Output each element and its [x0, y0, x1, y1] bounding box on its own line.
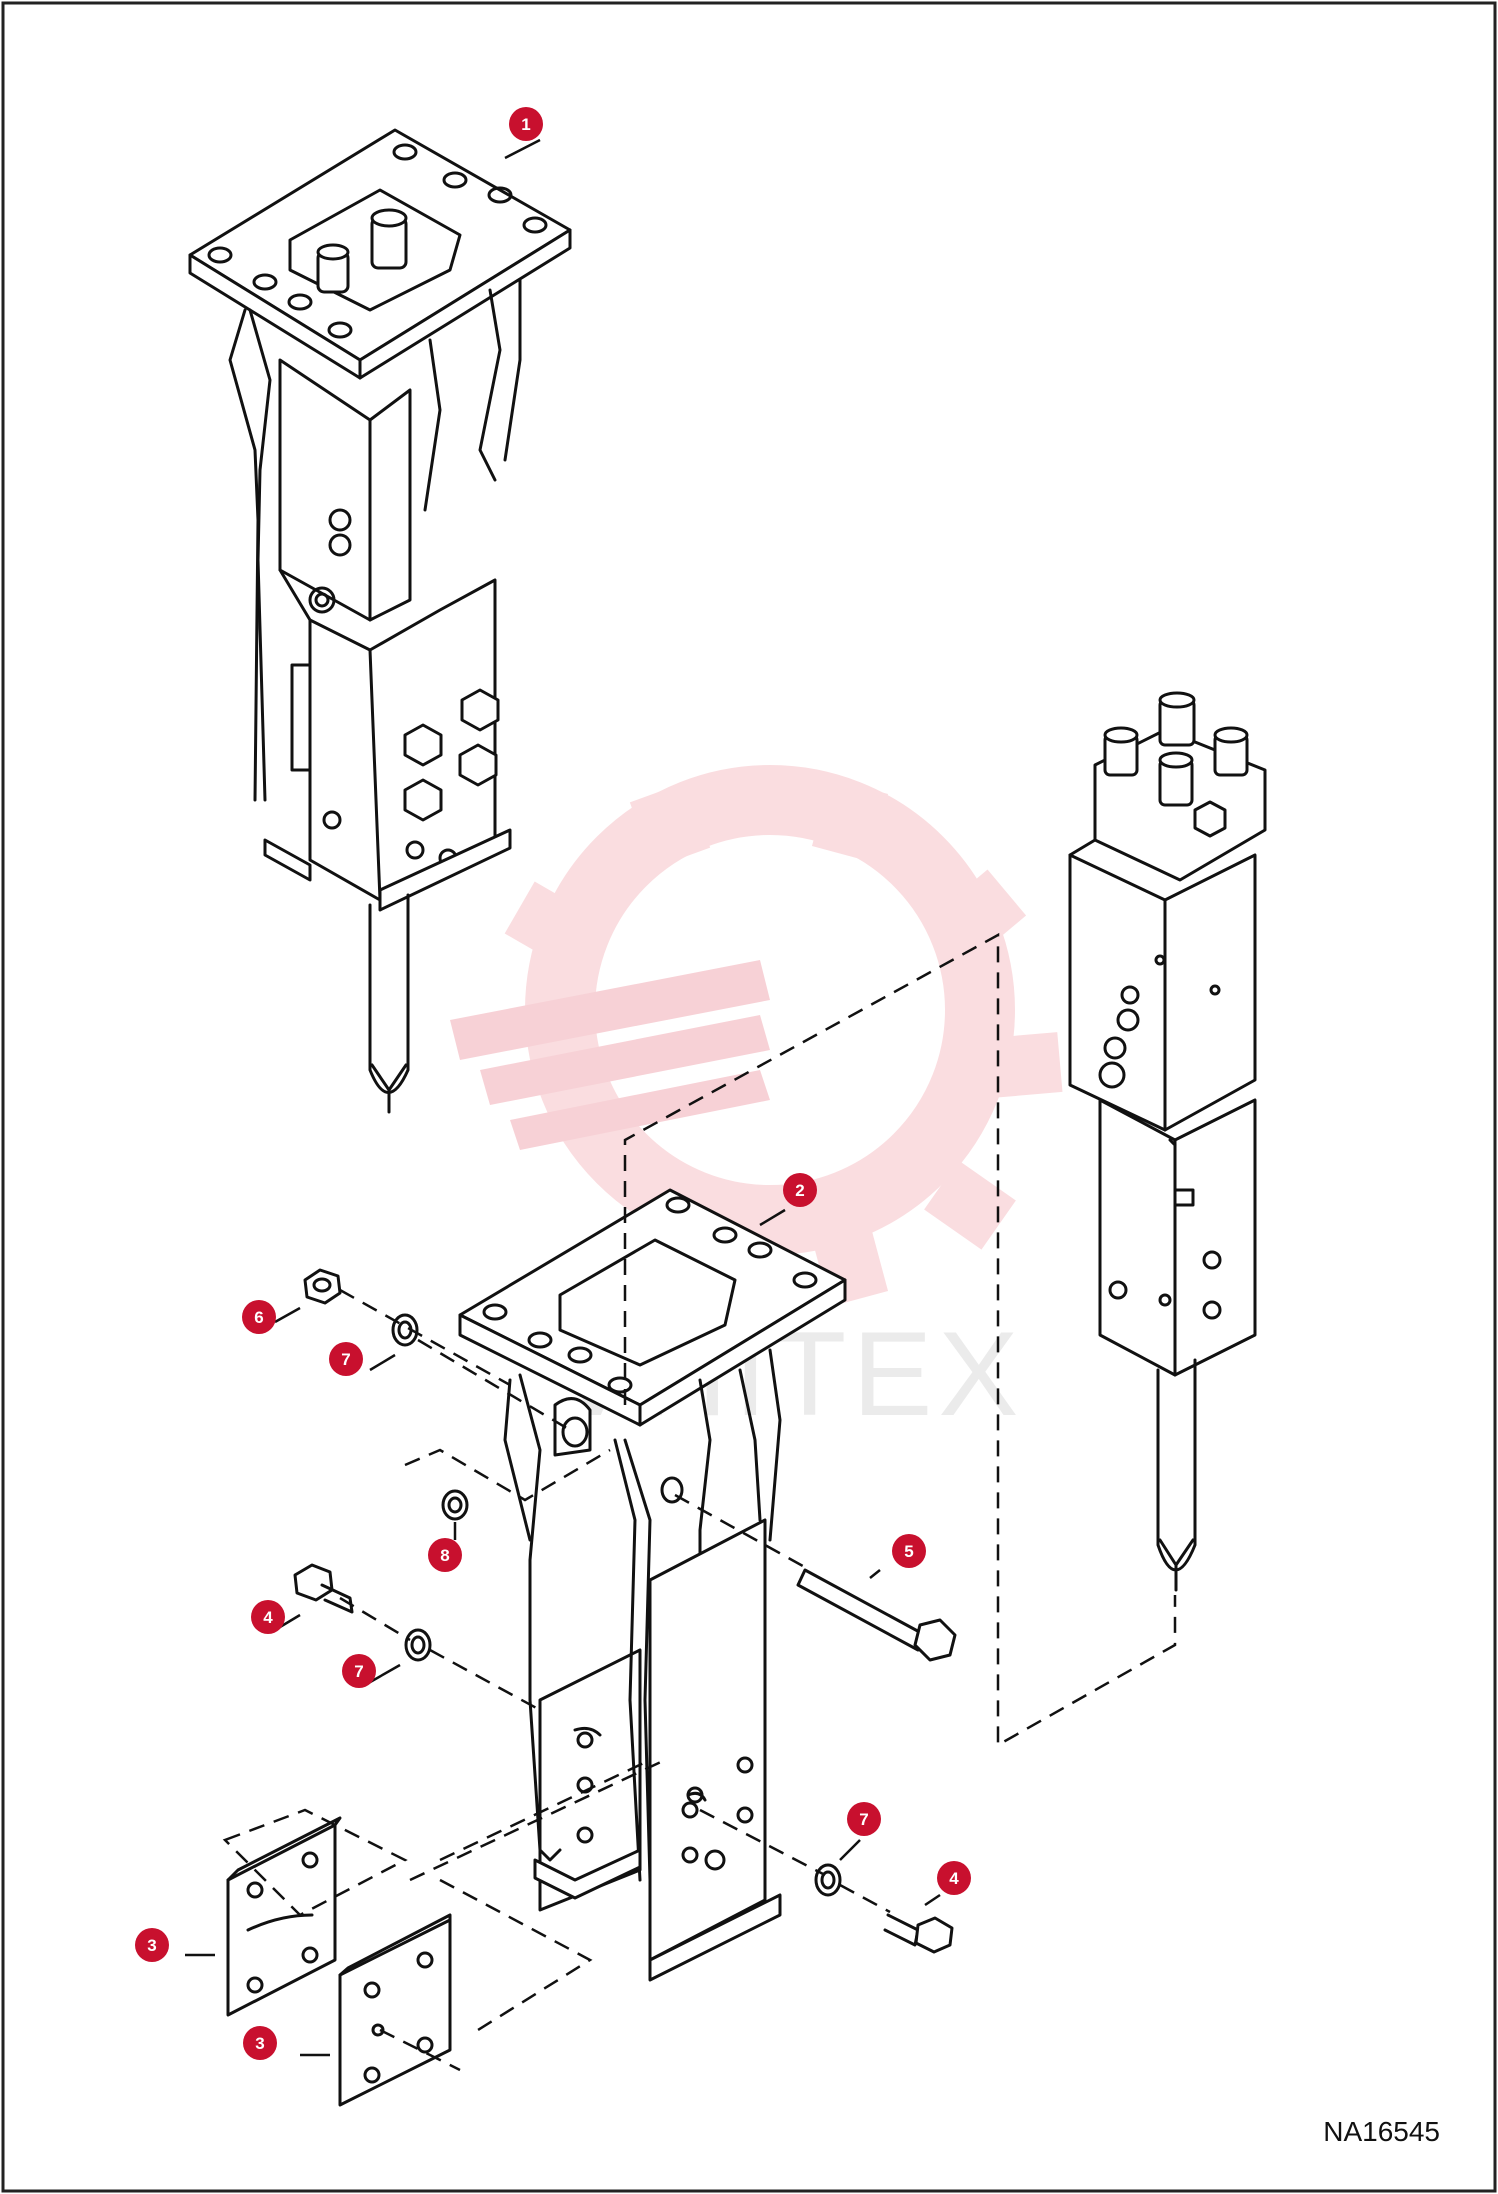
callout-3-left: 3 [135, 1928, 169, 1962]
mounting-bracket [458, 1188, 847, 1982]
svg-text:4: 4 [949, 1869, 959, 1888]
long-bolt [796, 1568, 957, 1662]
callout-7-top: 7 [329, 1342, 363, 1376]
callouts: 1 2 3 3 4 4 5 6 [135, 107, 971, 2060]
callout-6: 6 [242, 1300, 276, 1334]
svg-text:6: 6 [254, 1308, 263, 1327]
spacer-washer [441, 1489, 469, 1521]
svg-text:7: 7 [341, 1350, 350, 1369]
nut [303, 1268, 342, 1305]
cap-screw-right [883, 1913, 954, 1954]
svg-text:5: 5 [904, 1542, 913, 1561]
callout-7-middle: 7 [342, 1654, 376, 1688]
callout-7-right: 7 [847, 1802, 881, 1836]
callout-4-left: 4 [251, 1600, 285, 1634]
svg-text:2: 2 [795, 1181, 804, 1200]
callout-4-right: 4 [937, 1861, 971, 1895]
svg-text:3: 3 [255, 2034, 264, 2053]
washer-right [814, 1863, 842, 1897]
svg-text:8: 8 [440, 1546, 449, 1565]
cap-screw-left [293, 1563, 354, 1614]
callout-3-right: 3 [243, 2026, 277, 2060]
washer-middle [404, 1628, 432, 1662]
wear-plate-left [226, 1816, 342, 2017]
callout-8: 8 [428, 1538, 462, 1572]
breaker-assembly-upper [188, 128, 572, 1114]
drawing-id: NA16545 [1323, 2116, 1440, 2147]
svg-text:1: 1 [521, 115, 530, 134]
svg-text:7: 7 [859, 1810, 868, 1829]
assembly-lines [222, 932, 1177, 2072]
svg-text:7: 7 [354, 1662, 363, 1681]
callout-5: 5 [892, 1534, 926, 1568]
svg-text:4: 4 [263, 1608, 273, 1627]
callout-2: 2 [783, 1173, 817, 1207]
svg-text:3: 3 [147, 1936, 156, 1955]
callout-1: 1 [509, 107, 543, 141]
breaker-assembly-right [1068, 691, 1267, 1592]
wear-plate-right [338, 1913, 452, 2107]
